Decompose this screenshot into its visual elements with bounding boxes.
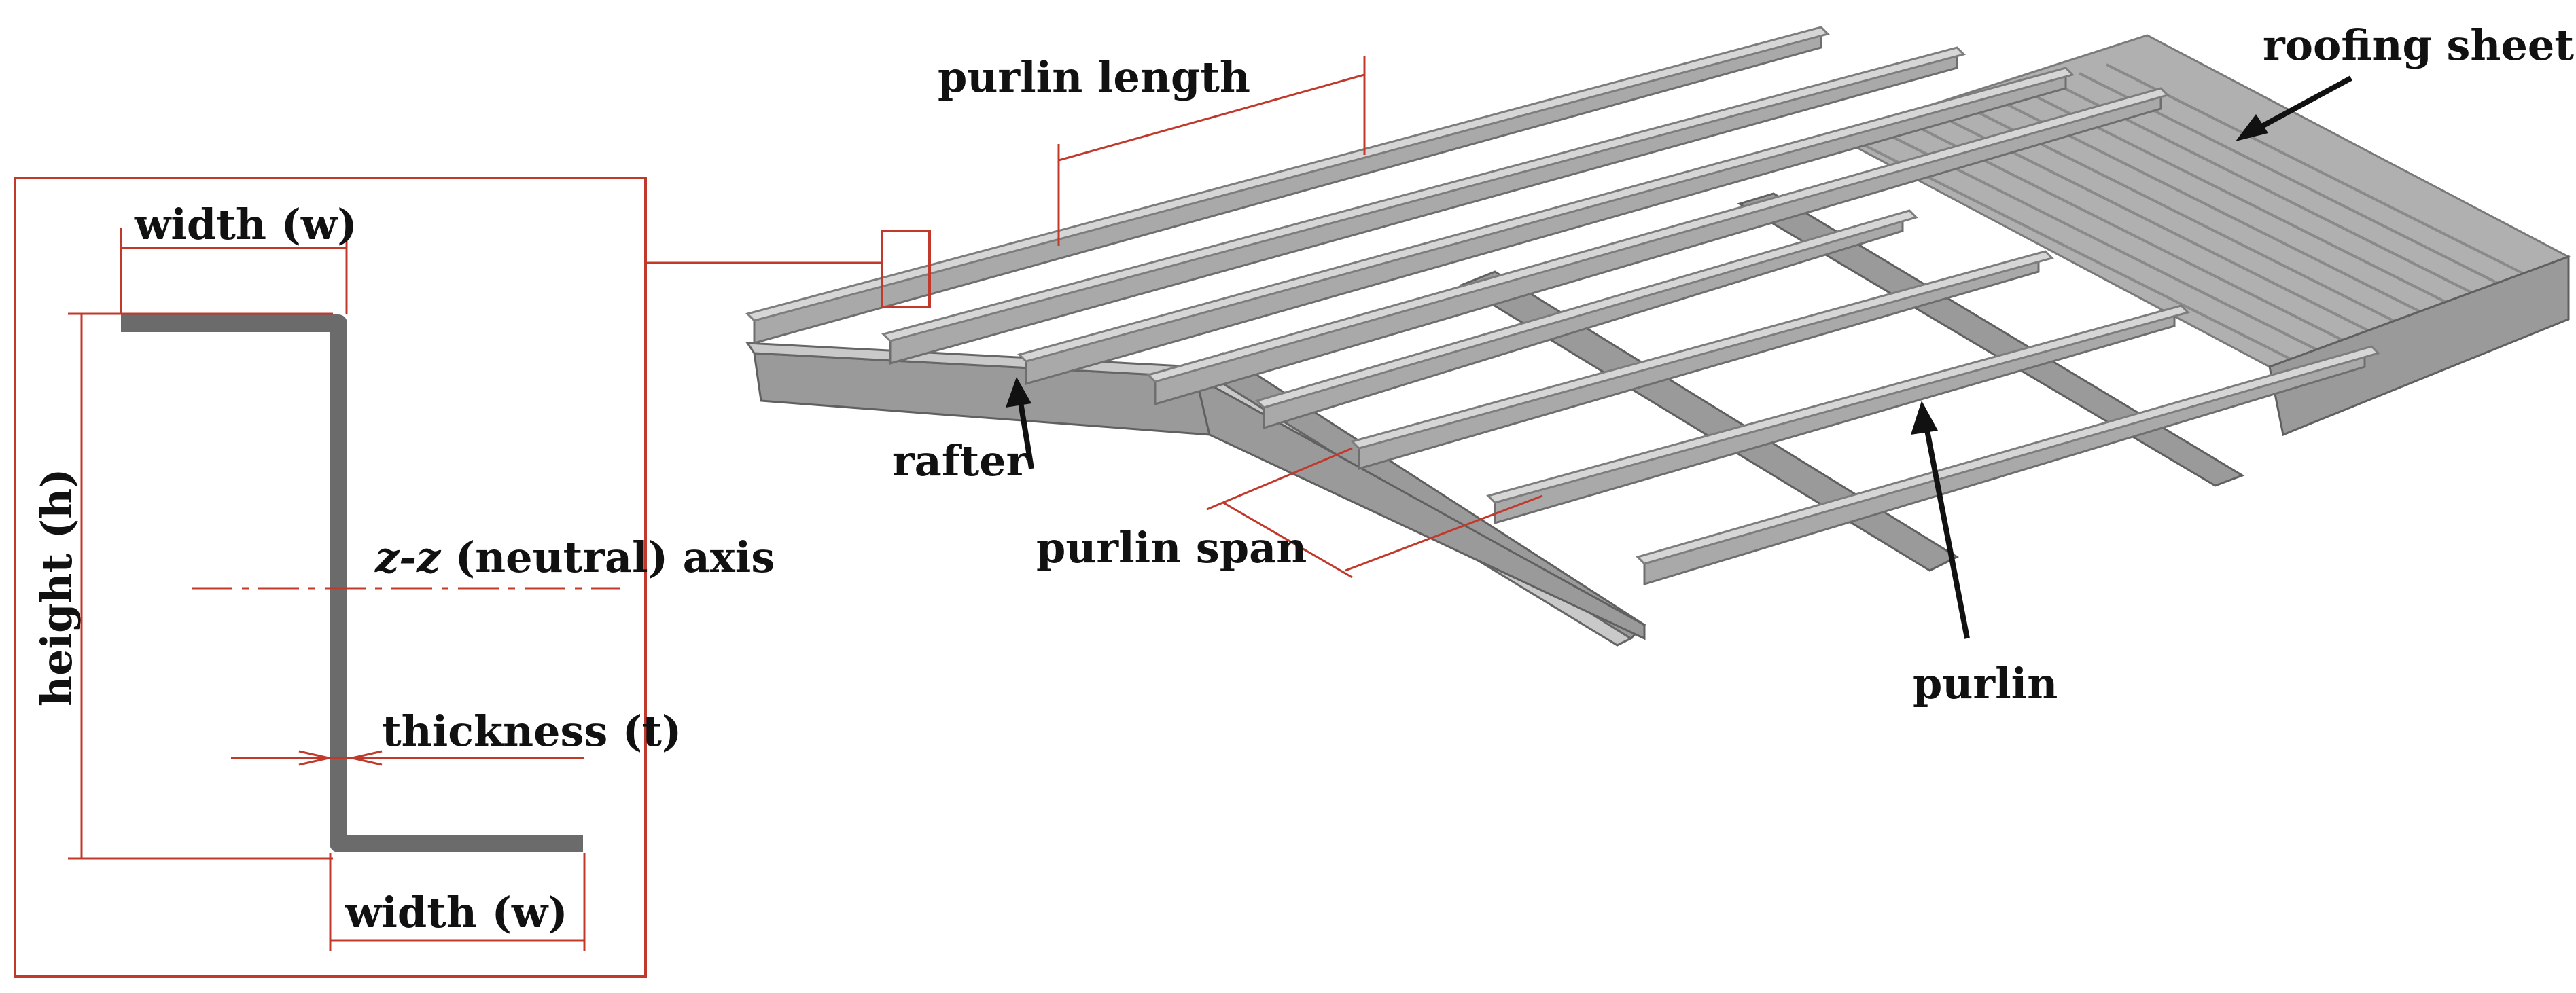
rafter-inner-2 bbox=[1737, 192, 2245, 487]
detail-frame bbox=[14, 177, 647, 978]
rafter-inner-1 bbox=[1458, 270, 1960, 572]
purlin-span-label: purlin span bbox=[1036, 523, 1307, 573]
purlin-7-flange bbox=[1486, 304, 2190, 504]
roof-structure: purlin length purlin span roofing sheet … bbox=[745, 20, 2574, 708]
roofing-sheet-leader bbox=[2248, 75, 2352, 136]
purlin-leader bbox=[1924, 426, 1970, 639]
rafter-diagonal-web bbox=[1194, 375, 1646, 640]
width-bottom-label: width (w) bbox=[345, 888, 568, 937]
z-section-profile bbox=[121, 314, 583, 852]
purlin-span-extension-left bbox=[1206, 447, 1353, 511]
purlin-3-flange bbox=[1017, 67, 2075, 363]
purlin-6-flange bbox=[1350, 250, 2054, 450]
purlin-8-flange bbox=[1636, 345, 2380, 565]
roofing-sheet-arrowhead bbox=[2236, 114, 2268, 141]
width-top-label: width (w) bbox=[134, 200, 357, 249]
section-marker-box bbox=[881, 230, 931, 308]
purlin-2-flange bbox=[881, 46, 1966, 342]
purlin-span-dimension-line bbox=[1222, 501, 1353, 579]
thickness-arrow-left bbox=[298, 750, 330, 766]
z-section-detail: width (w) height (h) z-z (neutral) axis … bbox=[14, 177, 882, 978]
neutral-axis-label: z-z (neutral) axis bbox=[374, 532, 775, 582]
purlin-label: purlin bbox=[1913, 659, 2058, 708]
purlin-length-dimension-line bbox=[1058, 73, 1365, 162]
thickness-arrow-right bbox=[351, 750, 383, 766]
rafter-leader bbox=[1017, 393, 1034, 469]
purlin-span-extension-right bbox=[1345, 494, 1543, 572]
purlin-length-label: purlin length bbox=[938, 52, 1250, 102]
height-label: height (h) bbox=[32, 469, 82, 706]
roofing-sheet-label: roofing sheet bbox=[2263, 20, 2574, 70]
purlin-4-flange bbox=[1146, 87, 2170, 383]
purlins bbox=[745, 26, 2380, 586]
rafter-arrowhead bbox=[1006, 377, 1031, 408]
purlin-arrowhead bbox=[1911, 401, 1938, 435]
rafter-label: rafter bbox=[892, 436, 1029, 486]
rafter-right-web bbox=[2268, 255, 2570, 437]
thickness-label: thickness (t) bbox=[382, 706, 682, 756]
neutral-axis-rest: (neutral) axis bbox=[440, 532, 775, 582]
purlin-5-flange bbox=[1255, 209, 1918, 409]
purlin-1-flange bbox=[745, 26, 1830, 322]
neutral-axis-italic: z-z bbox=[374, 532, 442, 582]
